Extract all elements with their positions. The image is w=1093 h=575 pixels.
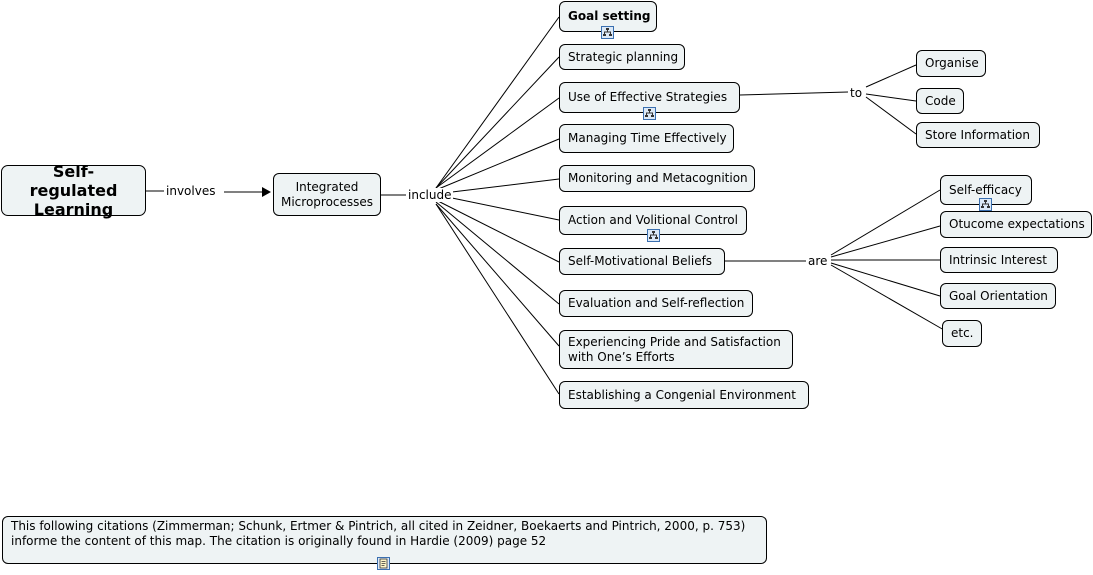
process-label: Action and Volitional Control <box>568 213 738 227</box>
process-congenial-environment[interactable]: Establishing a Congenial Environment <box>559 381 809 409</box>
citation-note[interactable]: This following citations (Zimmerman; Sch… <box>2 516 767 564</box>
process-label: Experiencing Pride and Satisfaction with… <box>568 334 781 364</box>
belief-label: Intrinsic Interest <box>949 252 1047 267</box>
belief-label: Self-efficacy <box>949 182 1022 197</box>
process-label: Goal setting <box>568 9 651 23</box>
process-label: Managing Time Effectively <box>568 131 727 145</box>
belief-self-efficacy[interactable]: Self-efficacy <box>940 175 1032 205</box>
process-label: Strategic planning <box>568 49 679 64</box>
process-monitoring[interactable]: Monitoring and Metacognition <box>559 165 755 192</box>
process-label: Use of Effective Strategies <box>568 90 728 104</box>
target-label: Store Information <box>925 127 1030 142</box>
process-label: Establishing a Congenial Environment <box>568 387 796 402</box>
process-evaluation[interactable]: Evaluation and Self-reflection <box>559 290 753 317</box>
link-include: include <box>406 188 454 202</box>
concept-map-icon[interactable] <box>643 107 656 120</box>
process-label: Evaluation and Self-reflection <box>568 296 745 310</box>
center-concept[interactable]: Integrated Microprocesses <box>273 173 381 216</box>
process-managing-time[interactable]: Managing Time Effectively <box>559 124 734 153</box>
target-code[interactable]: Code <box>916 88 964 114</box>
concept-map-icon[interactable] <box>979 198 992 211</box>
link-involves: involves <box>164 184 218 198</box>
root-concept[interactable]: Self-regulated Learning <box>1 162 146 219</box>
target-label: Code <box>925 93 956 108</box>
arrowhead <box>262 187 271 197</box>
belief-label: Otucome expectations <box>949 217 1085 231</box>
root-label: Self-regulated Learning <box>29 162 118 219</box>
belief-label: etc. <box>951 326 974 340</box>
link-are: are <box>806 254 830 268</box>
document-icon[interactable] <box>377 557 390 570</box>
link-to: to <box>848 86 865 100</box>
belief-outcome-expectations[interactable]: Otucome expectations <box>940 211 1092 238</box>
process-label: Monitoring and Metacognition <box>568 171 748 185</box>
target-label: Organise <box>925 56 979 70</box>
process-effective-strategies[interactable]: Use of Effective Strategies <box>559 82 740 113</box>
citation-line-1: This following citations (Zimmerman; Sch… <box>11 519 746 533</box>
belief-etc[interactable]: etc. <box>942 320 982 347</box>
process-self-motivational-beliefs[interactable]: Self-Motivational Beliefs <box>559 248 725 275</box>
center-label: Integrated Microprocesses <box>280 179 374 209</box>
process-label: Self-Motivational Beliefs <box>568 254 713 268</box>
citation-line-2: informe the content of this map. The cit… <box>11 534 547 548</box>
concept-map-icon[interactable] <box>647 229 660 242</box>
process-pride-satisfaction[interactable]: Experiencing Pride and Satisfaction with… <box>559 330 793 369</box>
target-store-information[interactable]: Store Information <box>916 122 1040 148</box>
target-organise[interactable]: Organise <box>916 50 986 77</box>
belief-intrinsic-interest[interactable]: Intrinsic Interest <box>940 247 1058 273</box>
process-strategic-planning[interactable]: Strategic planning <box>559 44 685 70</box>
belief-label: Goal Orientation <box>949 288 1048 303</box>
belief-goal-orientation[interactable]: Goal Orientation <box>940 283 1056 309</box>
concept-map-icon[interactable] <box>601 26 614 39</box>
